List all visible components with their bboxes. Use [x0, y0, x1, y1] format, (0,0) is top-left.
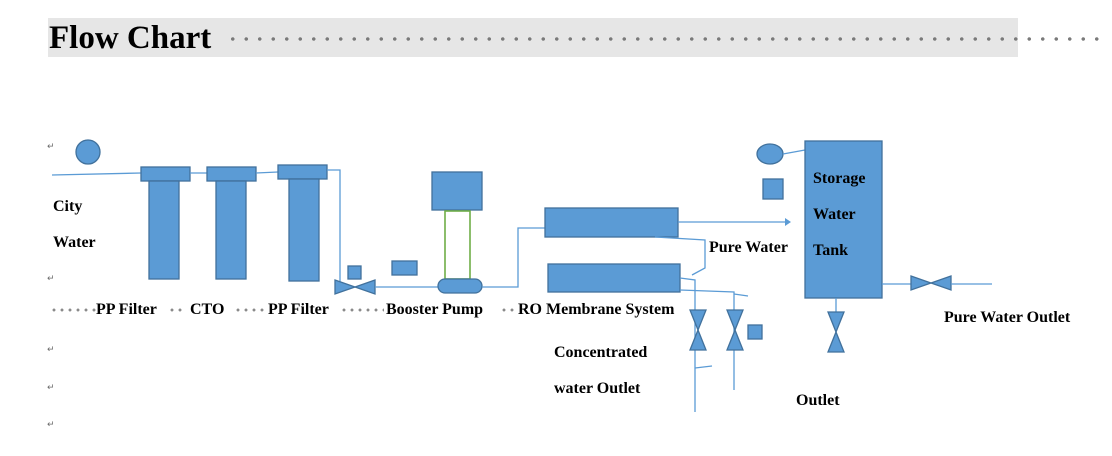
tank-level-switch	[762, 178, 784, 200]
valve-4-top	[827, 311, 845, 334]
valve-1-actuator	[347, 265, 362, 280]
valve-5-right	[929, 275, 952, 291]
valve-2-top	[689, 309, 707, 332]
title-leader-dots	[226, 37, 1106, 41]
gauge-link	[782, 149, 806, 155]
line-cto-filter2	[255, 171, 279, 174]
label-ro-membrane: RO Membrane System	[518, 301, 675, 318]
label-cto: CTO	[190, 301, 225, 318]
label-city: City	[53, 198, 83, 215]
leader-dots	[50, 308, 96, 312]
cto-body	[215, 180, 247, 280]
concentrate-branch	[733, 293, 749, 297]
leader-dots	[168, 308, 186, 312]
valve-1-left	[334, 279, 357, 295]
inlet-gauge-icon	[75, 139, 101, 165]
paragraph-mark: ↵	[47, 345, 55, 355]
valve-5-left	[910, 275, 933, 291]
label-tank: Tank	[813, 242, 848, 259]
valve-1-right	[353, 279, 376, 295]
label-concentrated: Concentrated	[554, 344, 648, 361]
leader-dots	[340, 308, 384, 312]
paragraph-mark: ↵	[47, 274, 55, 284]
label-water-outlet: water Outlet	[554, 380, 641, 397]
cto-head	[206, 166, 257, 182]
paragraph-mark: ↵	[47, 383, 55, 393]
label-storage: Storage	[813, 170, 866, 187]
label-pp-filter-1: PP Filter	[96, 301, 157, 318]
membrane-link-line	[654, 236, 706, 276]
tank-gauge-icon	[756, 143, 784, 165]
concentrate-tap	[694, 365, 713, 369]
pure-water-arrow-icon	[785, 218, 791, 226]
valve-3-actuator	[747, 324, 763, 340]
valve-4-bottom	[827, 330, 845, 353]
valve-2-bottom	[689, 328, 707, 351]
valve-3-top	[726, 309, 744, 332]
label-water: Water	[53, 234, 96, 251]
ro-membrane-1	[544, 207, 679, 238]
label-pp-filter-2: PP Filter	[268, 301, 329, 318]
pp-filter-2-head	[277, 164, 328, 180]
inlet-line	[51, 172, 142, 176]
pump-motor	[431, 171, 483, 211]
pp-filter-2-body	[288, 178, 320, 282]
label-pure-water: Pure Water	[709, 239, 788, 256]
paragraph-mark: ↵	[47, 420, 55, 430]
ro-membrane-2	[547, 263, 681, 293]
line-pump-membrane	[482, 227, 545, 288]
label-booster-pump: Booster Pump	[386, 301, 484, 318]
page-title: Flow Chart	[49, 20, 212, 56]
pp-filter-1-head	[140, 166, 191, 182]
label-pure-water-outlet: Pure Water Outlet	[944, 309, 1071, 326]
storage-tank	[804, 140, 883, 299]
label-outlet: Outlet	[796, 392, 840, 409]
leader-dots	[234, 308, 266, 312]
pp-filter-1-body	[148, 180, 180, 280]
pressure-switch	[391, 260, 418, 276]
label-storage-water: Water	[813, 206, 856, 223]
pump-base	[437, 278, 483, 294]
pump-shaft	[444, 210, 471, 280]
paragraph-mark: ↵	[47, 142, 55, 152]
concentrate-line-2	[679, 289, 735, 390]
leader-dots	[500, 308, 516, 312]
valve-3-bottom	[726, 328, 744, 351]
line-filter2-down	[327, 169, 341, 287]
